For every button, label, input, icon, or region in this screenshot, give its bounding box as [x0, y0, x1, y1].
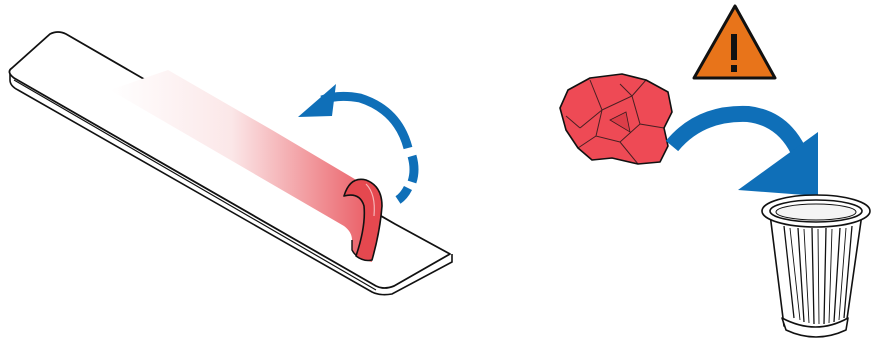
peeling-film: [110, 70, 380, 262]
adhesive-strip-edge: [13, 79, 377, 291]
peeling-film-curl-highlight: [365, 183, 375, 217]
crumpled-film: [559, 73, 673, 165]
peel-panel: [8, 31, 453, 296]
peeling-film-curl: [343, 178, 383, 262]
warning-icon: [692, 4, 777, 80]
adhesive-strip: [8, 31, 451, 289]
discard-arrow: [665, 105, 818, 196]
peel-direction-arrow: [298, 84, 419, 204]
trash-bin-icon: [761, 194, 871, 338]
discard-panel: [559, 4, 871, 338]
